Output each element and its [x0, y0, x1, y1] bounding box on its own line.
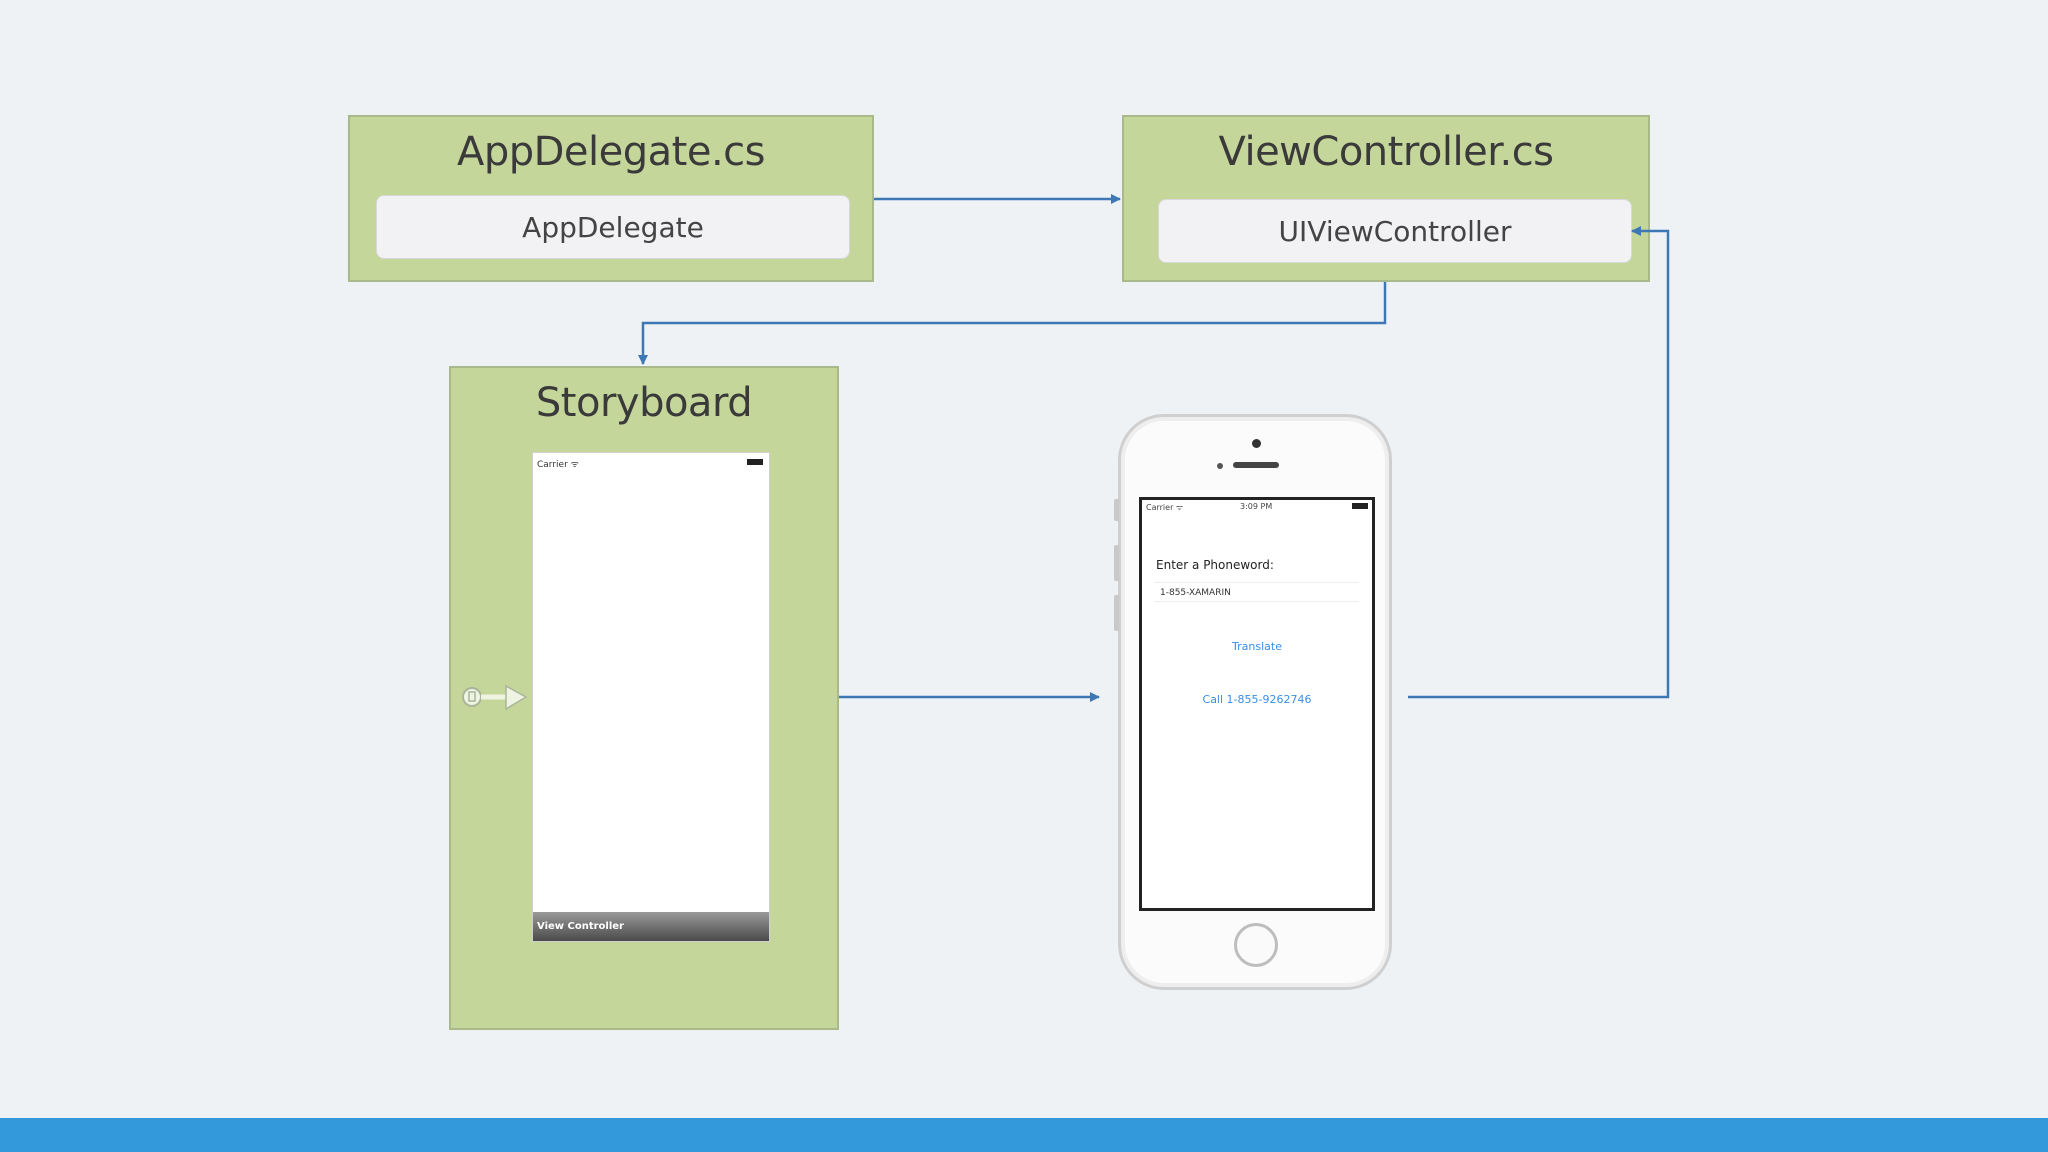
- volume-up-button: [1114, 545, 1119, 581]
- phone-time-label: 3:09 PM: [1240, 502, 1273, 511]
- phoneword-input[interactable]: 1-855-XAMARIN: [1154, 582, 1359, 602]
- phone-carrier-label: Carrier ᯤ: [1146, 503, 1184, 512]
- mute-switch: [1114, 499, 1119, 521]
- app-delegate-box: AppDelegate.cs AppDelegate: [348, 115, 874, 282]
- battery-icon: [1352, 503, 1368, 509]
- arrow-phone-to-viewcontroller: [1408, 226, 1670, 699]
- iphone-device: Carrier ᯤ 3:09 PM Enter a Phoneword: 1-8…: [1114, 414, 1392, 990]
- view-controller-title: ViewController.cs: [1218, 129, 1554, 175]
- phone-screen: Carrier ᯤ 3:09 PM Enter a Phoneword: 1-8…: [1139, 497, 1375, 911]
- call-button[interactable]: Call 1-855-9262746: [1202, 693, 1312, 706]
- translate-button[interactable]: Translate: [1232, 640, 1282, 653]
- home-button: [1234, 923, 1278, 967]
- earpiece-icon: [1233, 462, 1279, 468]
- arrow-viewcontroller-to-storyboard: [638, 282, 1387, 365]
- storyboard-title: Storyboard: [535, 380, 753, 426]
- view-controller-box: ViewController.cs UIViewController: [1122, 115, 1650, 282]
- camera-icon: [1252, 439, 1261, 448]
- storyboard-scene-label: View Controller: [537, 921, 624, 932]
- app-delegate-class-box: AppDelegate: [376, 195, 850, 259]
- phoneword-prompt-label: Enter a Phoneword:: [1156, 558, 1274, 572]
- uiviewcontroller-class-label: UIViewController: [1278, 214, 1512, 248]
- footer-bar: [0, 1118, 2048, 1152]
- app-delegate-class-label: AppDelegate: [522, 210, 704, 244]
- app-delegate-title: AppDelegate.cs: [456, 129, 766, 175]
- storyboard-scene-footer: View Controller: [533, 912, 769, 941]
- volume-down-button: [1114, 595, 1119, 631]
- storyboard-scene: Carrier ᯤ View Controller: [532, 452, 770, 942]
- storyboard-carrier-label: Carrier ᯤ: [537, 460, 579, 470]
- uiviewcontroller-class-box: UIViewController: [1158, 199, 1632, 263]
- battery-icon: [747, 459, 763, 465]
- entry-point-arrow-icon: [462, 684, 528, 711]
- sensor-icon: [1217, 463, 1223, 469]
